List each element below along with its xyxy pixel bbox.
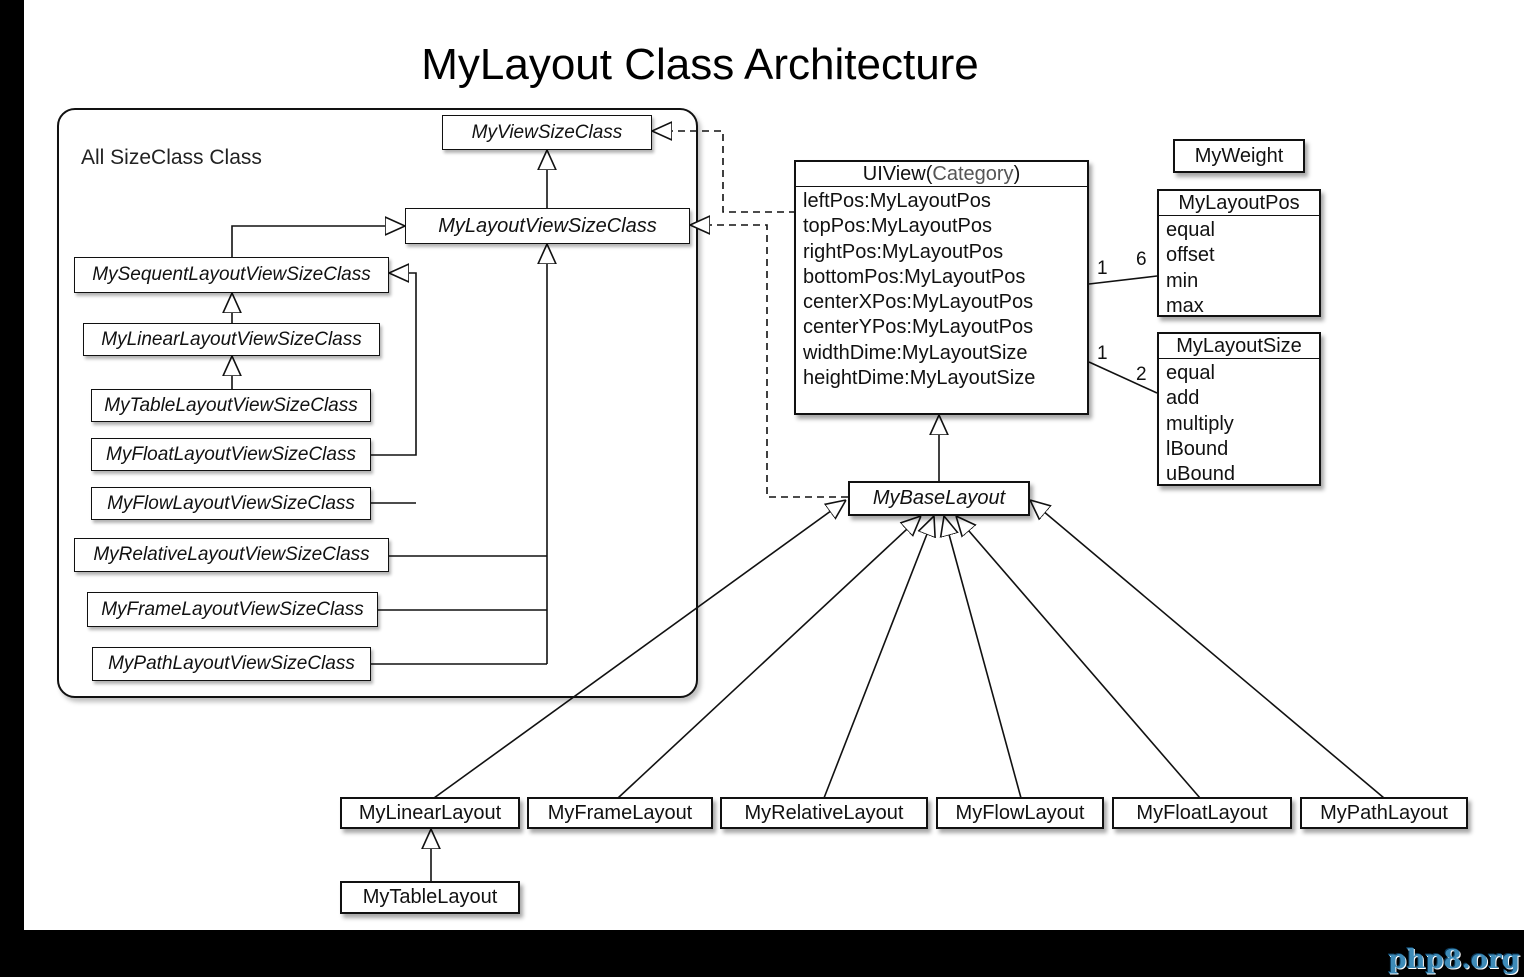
edge-sequent-layoutview (231, 226, 405, 258)
mylayoutpos-class-name: MyLayoutPos (1159, 191, 1319, 216)
edge-base-layoutview (690, 225, 848, 498)
myrelativelayoutviewsizeclass-box: MyRelativeLayoutViewSizeClass (74, 538, 389, 572)
mytablelayout-box: MyTableLayout (340, 881, 520, 914)
uiview-class-header: UIView(Category) (796, 162, 1087, 187)
myrelativelayout-box: MyRelativeLayout (720, 797, 928, 829)
mysequentlayoutviewsizeclass-box: MySequentLayoutViewSizeClass (74, 257, 389, 293)
multiplicity-pos-many: 6 (1136, 249, 1147, 270)
mylayoutpos-property: max (1166, 294, 1204, 317)
uiview-property: topPos:MyLayoutPos (803, 215, 992, 238)
assoc-uiview-layoutsize (1088, 361, 1158, 394)
uiview-property: centerYPos:MyLayoutPos (803, 316, 1034, 339)
mylayoutsize-property-list: equal add multiply lBound uBound (1159, 359, 1319, 487)
connector-lines (24, 0, 1385, 881)
myweight-box: MyWeight (1173, 139, 1305, 173)
mylayoutsize-class-box: MyLayoutSize equal add multiply lBound u… (1157, 332, 1321, 486)
mylayoutpos-property: offset (1166, 244, 1215, 267)
uiview-class-name: UIView( (862, 163, 933, 185)
edge-float-base (956, 516, 1201, 799)
mylayoutsize-property: add (1166, 387, 1200, 410)
mylayoutsize-class-name: MyLayoutSize (1159, 334, 1319, 359)
uiview-class-box: UIView(Category) leftPos:MyLayoutPos top… (794, 160, 1089, 415)
edge-relative-base (823, 516, 934, 799)
mylayoutsize-property: lBound (1166, 437, 1229, 460)
mypathlayoutviewsizeclass-box: MyPathLayoutViewSizeClass (92, 647, 371, 681)
uiview-class-close: ) (1013, 163, 1021, 185)
myviewsizeclass-box: MyViewSizeClass (442, 115, 652, 150)
myflowlayout-box: MyFlowLayout (936, 797, 1104, 829)
edge-linear-base (433, 500, 846, 799)
mypathlayout-box: MyPathLayout (1300, 797, 1468, 829)
mylayoutpos-property: equal (1166, 219, 1215, 241)
uiview-property: widthDime:MyLayoutSize (803, 341, 1028, 364)
edge-path-base (1030, 500, 1385, 799)
diagram-title: MyLayout Class Architecture (421, 40, 979, 89)
multiplicity-size-many: 2 (1136, 364, 1147, 385)
edge-frame-base (617, 516, 921, 799)
diagram-canvas: MyLayout Class Architecture All SizeClas… (24, 0, 1524, 930)
mylayoutsize-property: multiply (1166, 412, 1234, 435)
watermark-logo: php8.org (1388, 945, 1520, 975)
assoc-uiview-layoutpos (1088, 275, 1158, 285)
myfloatlayoutviewsizeclass-box: MyFloatLayoutViewSizeClass (91, 438, 371, 471)
myframelayoutviewsizeclass-box: MyFrameLayoutViewSizeClass (87, 592, 378, 627)
sizeclass-group-label: All SizeClass Class (81, 146, 262, 169)
uiview-property: bottomPos:MyLayoutPos (803, 265, 1026, 288)
uiview-property: heightDime:MyLayoutSize (803, 367, 1036, 390)
edge-uiview-view (652, 131, 796, 213)
mylayoutpos-property-list: equal offset min max (1159, 216, 1319, 319)
mylinearlayout-box: MyLinearLayout (340, 797, 520, 829)
mylayoutsize-property: equal (1166, 362, 1215, 384)
mytablelayoutviewsizeclass-box: MyTableLayoutViewSizeClass (91, 389, 371, 422)
myframelayout-box: MyFrameLayout (527, 797, 713, 829)
uiview-property: leftPos:MyLayoutPos (803, 190, 991, 212)
uiview-property: rightPos:MyLayoutPos (803, 240, 1004, 263)
myflowlayoutviewsizeclass-box: MyFlowLayoutViewSizeClass (91, 487, 371, 520)
uiview-property-list: leftPos:MyLayoutPos topPos:MyLayoutPos r… (796, 187, 1087, 391)
edge-float-sequent (371, 273, 417, 456)
mylinearlayoutviewsizeclass-box: MyLinearLayoutViewSizeClass (83, 323, 380, 356)
mybaselayout-box: MyBaseLayout (848, 481, 1030, 516)
multiplicity-pos-one: 1 (1097, 258, 1108, 279)
edge-flow-base (944, 516, 1022, 799)
mylayoutpos-class-box: MyLayoutPos equal offset min max (1157, 189, 1321, 317)
mylayoutviewsizeclass-box: MyLayoutViewSizeClass (405, 208, 690, 244)
mylayoutsize-property: uBound (1166, 463, 1235, 486)
uiview-property: centerXPos:MyLayoutPos (803, 291, 1034, 314)
uiview-category-label: Category (932, 163, 1014, 185)
myfloatlayout-box: MyFloatLayout (1112, 797, 1292, 829)
mylayoutpos-property: min (1166, 269, 1199, 292)
multiplicity-size-one: 1 (1097, 343, 1108, 364)
